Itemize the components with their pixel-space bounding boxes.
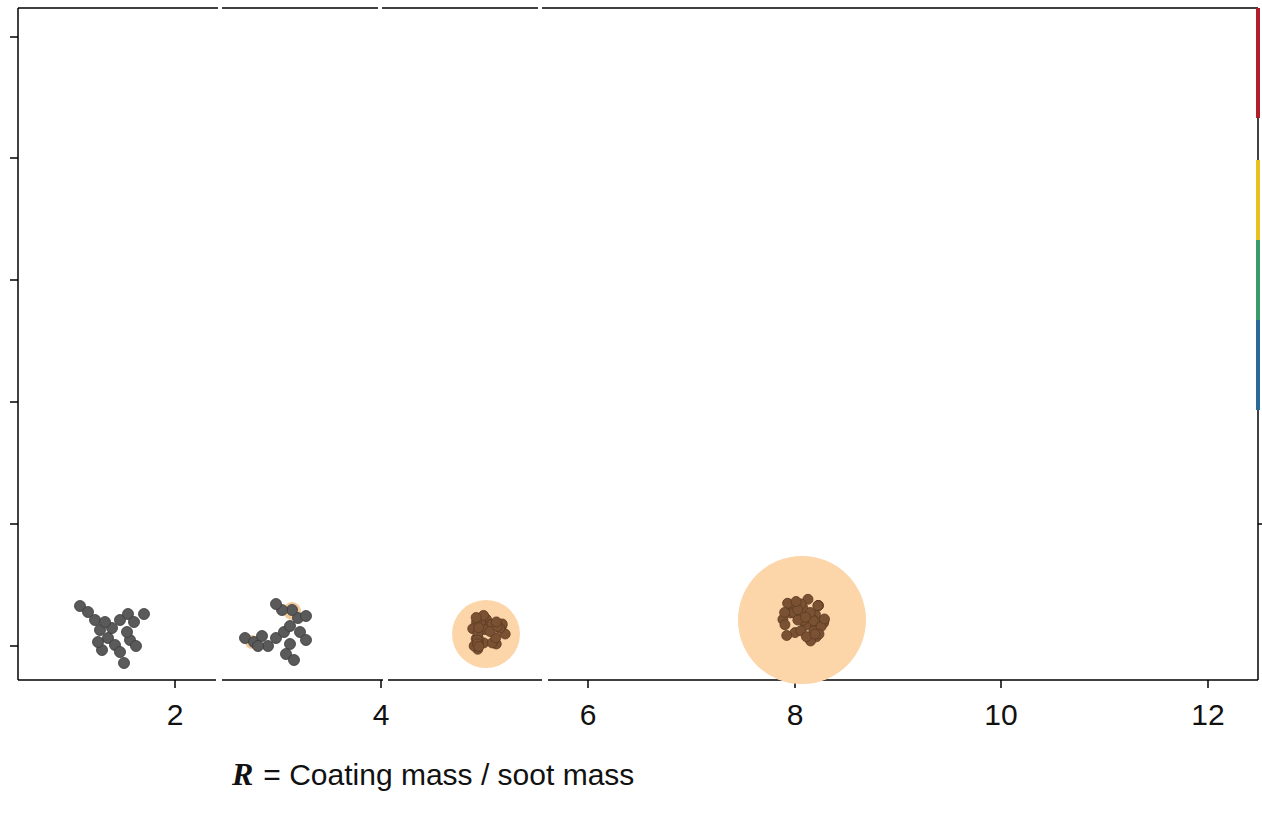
soot-monomer [257, 631, 268, 642]
soot-aggregate [75, 601, 150, 669]
soot-monomer [93, 637, 104, 648]
tick-label: 8 [787, 700, 804, 730]
soot-monomer [131, 641, 142, 652]
tick-label: 2 [167, 700, 184, 730]
coating-shell [452, 600, 520, 668]
tick-label: 12 [1191, 700, 1224, 730]
tick-label: 10 [984, 700, 1017, 730]
soot-monomer [129, 617, 140, 628]
tick-label: 6 [580, 700, 597, 730]
soot-monomer [813, 601, 823, 611]
soot-monomer [119, 658, 130, 669]
y-tick [10, 36, 18, 38]
soot-aggregate [778, 594, 830, 646]
soot-monomer [813, 601, 823, 611]
x-tick [1207, 680, 1209, 688]
soot-monomer [115, 647, 126, 658]
soot-monomer [491, 617, 501, 627]
soot-monomer [271, 599, 282, 610]
soot-monomer [782, 630, 792, 640]
x-tick [587, 680, 589, 688]
soot-monomer [253, 641, 264, 652]
y-tick [10, 401, 18, 403]
soot-monomer [780, 620, 790, 630]
soot-monomer [474, 642, 484, 652]
soot-monomer [122, 627, 133, 638]
soot-monomer [810, 629, 820, 639]
soot-monomer [289, 655, 300, 666]
soot-monomer [139, 609, 150, 620]
soot-aggregate [240, 599, 312, 666]
x-tick [1000, 680, 1002, 688]
coating-shell [738, 556, 866, 684]
soot-monomer [471, 612, 481, 622]
soot-monomer [800, 612, 810, 622]
soot-monomer [90, 615, 101, 626]
soot-monomer [285, 639, 296, 650]
soot-monomer [474, 623, 484, 633]
plot-frame [18, 8, 1258, 680]
soot-monomer [301, 635, 312, 646]
axis-ticks [10, 37, 1262, 688]
y-tick [10, 279, 18, 281]
soot-aggregate [468, 610, 510, 654]
soot-monomer [301, 611, 312, 622]
soot-particles [75, 556, 867, 684]
axis-title: R = Coating mass / soot mass [232, 758, 634, 790]
soot-monomer [287, 605, 298, 616]
axis-symbol: R [232, 758, 253, 790]
x-tick [380, 680, 382, 688]
soot-monomer [813, 601, 823, 611]
axis-label: = Coating mass / soot mass [263, 760, 634, 790]
frame-gaps [216, 8, 548, 680]
x-tick [174, 680, 176, 688]
colorbar-edge [1256, 8, 1260, 410]
y-tick [10, 523, 18, 525]
soot-monomer [780, 607, 790, 617]
soot-monomer [791, 596, 801, 606]
soot-monomer [100, 617, 111, 628]
soot-monomer [819, 614, 829, 624]
y-tick [1258, 523, 1262, 525]
y-tick [10, 645, 18, 647]
tick-label: 4 [373, 700, 390, 730]
y-tick [10, 157, 18, 159]
